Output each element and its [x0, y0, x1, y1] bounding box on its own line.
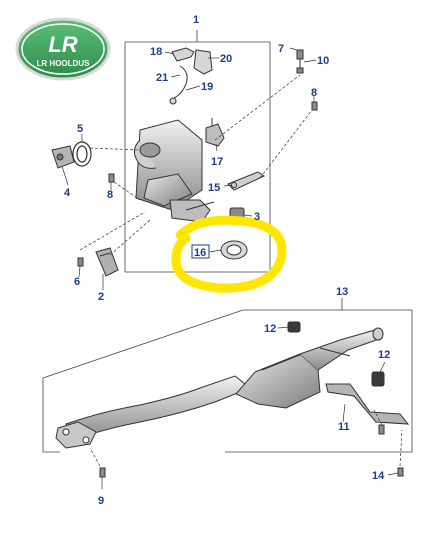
callout-19: 19 [201, 81, 213, 93]
lr-hooldus-logo: LR LR HOOLDUS [15, 17, 111, 81]
sensor-bracket [205, 118, 225, 147]
bolts [77, 49, 404, 478]
leader-lines [61, 47, 317, 290]
callout-12-right: 12 [378, 349, 390, 361]
callout-17: 17 [211, 156, 223, 168]
leader-lines-lower [89, 326, 403, 489]
front-flange [55, 421, 97, 449]
callout-11: 11 [338, 421, 350, 433]
callout-1: 1 [193, 14, 199, 26]
gasket-16 [220, 240, 248, 260]
highlight-mark [171, 215, 287, 293]
logo-sub-text: LR HOOLDUS [37, 59, 91, 68]
heat-shield-bracket [169, 47, 213, 105]
callout-13: 13 [336, 286, 348, 298]
callout-2: 2 [98, 291, 104, 303]
callout-3: 3 [254, 211, 260, 223]
callout-8-left: 8 [107, 189, 113, 201]
callout-16: 16 [194, 247, 206, 259]
callout-21: 21 [156, 72, 168, 84]
clamp-5 [72, 141, 92, 167]
callout-4: 4 [64, 187, 71, 199]
callout-6: 6 [74, 276, 80, 288]
callout-15: 15 [208, 182, 220, 194]
callout-5: 5 [77, 123, 83, 135]
logo-emblem-text: LR [48, 32, 77, 57]
rear-exhaust-pipe [65, 327, 384, 441]
bracket-4 [51, 145, 75, 169]
callout-18: 18 [150, 46, 162, 58]
callout-8-upper: 8 [311, 87, 317, 99]
callout-7: 7 [278, 43, 284, 55]
callout-14: 14 [372, 470, 385, 482]
callout-20: 20 [220, 53, 232, 65]
lower-assembly-frame [42, 298, 413, 453]
callout-9: 9 [98, 495, 104, 507]
bracket-2 [95, 247, 119, 277]
catalytic-converter [134, 119, 215, 223]
rubber-hanger [287, 321, 385, 387]
support-bracket-15 [227, 171, 266, 191]
callout-12-left: 12 [264, 323, 276, 335]
callout-16-box: 16 [191, 244, 210, 259]
callout-10: 10 [317, 55, 329, 67]
bracket-11 [325, 383, 410, 425]
